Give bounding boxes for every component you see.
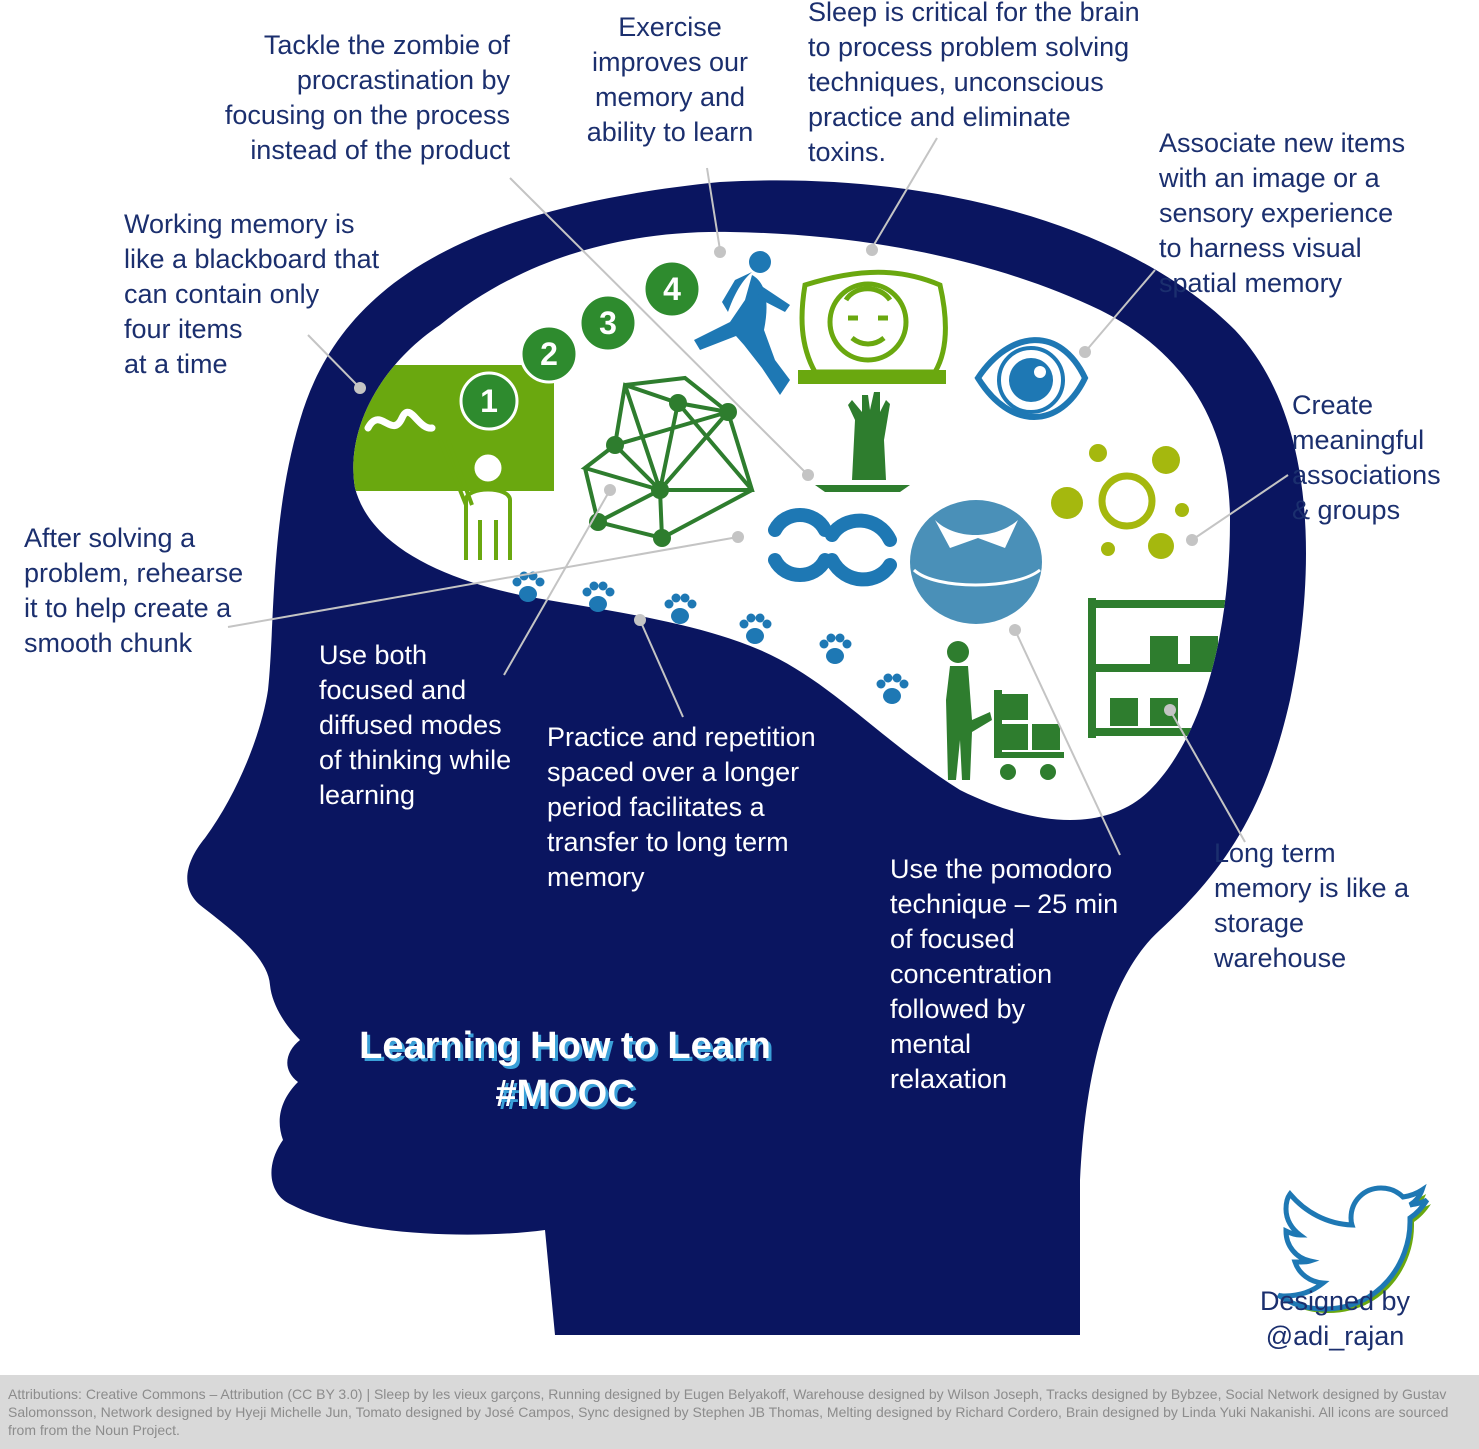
warehouse-icon [1088,598,1231,738]
pawprint [664,593,697,624]
attribution-footer: Attributions: Creative Commons – Attribu… [0,1375,1479,1449]
number-3: 3 [599,305,617,341]
tip-meaningful: Create meaningful associations & groups [1292,390,1441,525]
pawprint [582,581,615,612]
pawprint [739,613,772,644]
sync-icon [768,508,897,587]
number-circles: 1 2 3 4 [459,259,702,431]
attribution-text: Attributions: Creative Commons – Attribu… [8,1386,1449,1438]
number-4: 4 [663,271,681,307]
zombie-hand-icon [815,392,910,492]
sleep-icon [798,269,948,384]
circles-icon [1051,444,1189,559]
blackboard-icon [353,365,554,560]
tip-exercise: Exercise improves our memory and ability… [586,12,754,147]
tip-pomodoro: Use the pomodoro technique – 25 min of f… [890,854,1119,1094]
main-title: Learning How to Learn #MOOC [359,1025,771,1115]
network-icon [580,375,755,547]
tip-procrastination: Tackle the zombie of procrastination by … [224,30,510,165]
tip-working-memory: Working memory is like a blackboard that… [124,209,380,379]
pawprint [819,633,852,664]
number-1: 1 [480,383,498,419]
tip-sleep: Sleep is critical for the brain to proce… [808,0,1140,167]
tomato-icon [910,500,1042,624]
tip-modes: Use both focused and diffused modes of t… [319,640,512,810]
eye-icon [974,337,1089,420]
leader-dots [354,244,1198,716]
tip-practice: Practice and repetition spaced over a lo… [547,722,816,892]
worker-cart-icon [946,641,1064,780]
designer-credit: Designed by @adi_rajan [1259,1286,1411,1351]
tip-long-term: Long term memory is like a storage wareh… [1214,838,1410,973]
tip-rehearse: After solving a problem, rehearse it to … [24,523,244,658]
runner-icon [694,251,790,395]
twitter-bird-icon [1276,1183,1431,1313]
tip-associate: Associate new items with an image or a s… [1159,128,1406,298]
number-2: 2 [540,336,558,372]
pawprint-icon [512,571,909,704]
leader-lines [227,137,1289,856]
pawprint [876,673,909,704]
